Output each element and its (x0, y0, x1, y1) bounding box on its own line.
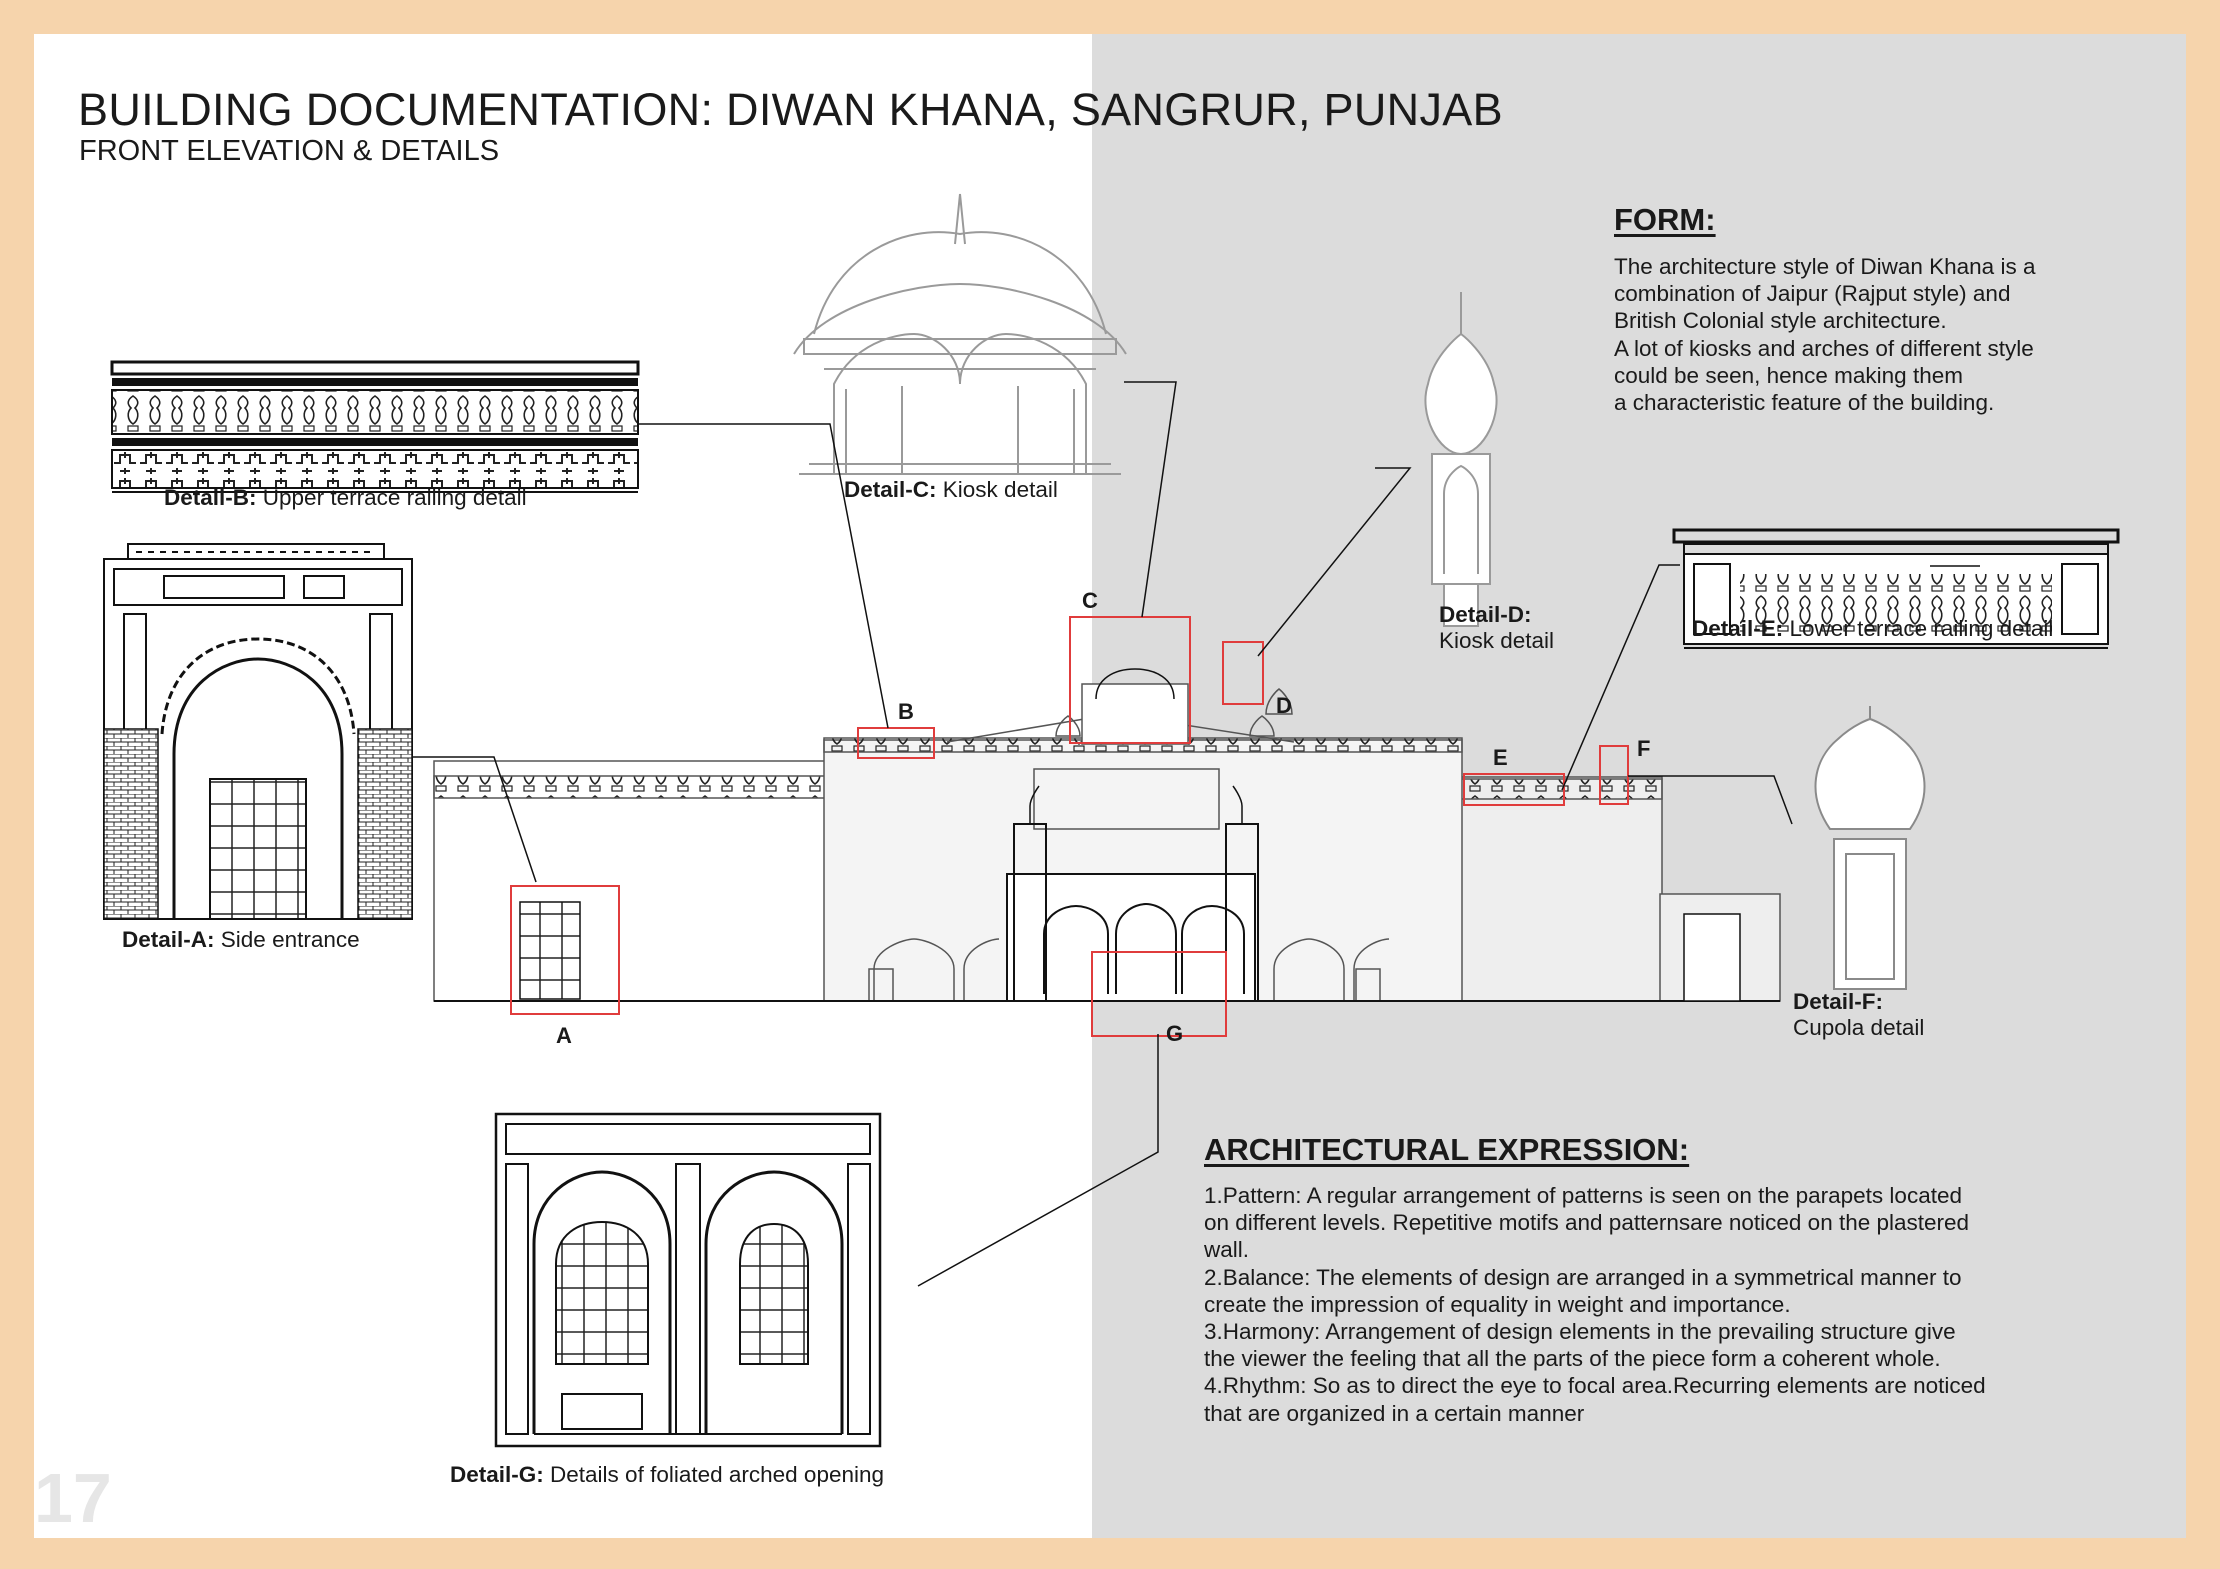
expression-text: 1.Pattern: A regular arrangement of patt… (1204, 1182, 2144, 1427)
page-number: 17 (34, 1459, 112, 1537)
expression-line: 4.Rhythm: So as to direct the eye to foc… (1204, 1373, 1986, 1399)
expression-heading: ARCHITECTURAL EXPRESSION: (1204, 1132, 1690, 1167)
detail-f-drawing (1814, 706, 1926, 990)
expression-line: 3.Harmony: Arrangement of design element… (1204, 1319, 1956, 1345)
detail-a-drawing (103, 543, 413, 920)
detail-a-caption: Detail-A: Side entrance (122, 927, 360, 952)
form-line: could be seen, hence making them (1614, 362, 1963, 388)
leader-lines (412, 381, 1980, 1287)
marker-g: G (1166, 1021, 1184, 1046)
form-line: British Colonial style architecture. (1614, 308, 1947, 334)
marker-a: A (556, 1023, 572, 1048)
detail-f-caption: Detail-F:Cupola detail (1793, 989, 1925, 1040)
documentation-sheet: BUILDING DOCUMENTATION: DIWAN KHANA, SAN… (34, 34, 2186, 1538)
expression-line: that are organized in a certain manner (1204, 1400, 1585, 1426)
detail-d-caption: Detail-D:Kiosk detail (1439, 602, 1555, 653)
detail-e-drawing (1672, 528, 2120, 649)
detail-g-caption: Detail-G: Details of foliated arched ope… (450, 1462, 885, 1487)
expression-line: wall. (1204, 1237, 1250, 1263)
detail-c-caption: Detail-C: Kiosk detail (844, 477, 1058, 502)
form-line: A lot of kiosks and arches of different … (1614, 335, 2034, 361)
detail-e-caption: Detail-E: Lower terrace railing detail (1692, 616, 2054, 641)
marker-e: E (1493, 745, 1508, 770)
marker-d: D (1276, 693, 1292, 718)
page-title: BUILDING DOCUMENTATION: DIWAN KHANA, SAN… (78, 84, 1503, 135)
expression-line: 2.Balance: The elements of design are ar… (1204, 1264, 1962, 1290)
detail-c-drawing (793, 193, 1127, 475)
page-subtitle: FRONT ELEVATION & DETAILS (79, 135, 500, 167)
expression-line: on different levels. Repetitive motifs a… (1204, 1210, 1970, 1236)
form-line: combination of Jaipur (Rajput style) and (1614, 281, 2011, 307)
expression-line: the viewer the feeling that all the part… (1204, 1346, 1941, 1372)
form-text: The architecture style of Diwan Khana is… (1614, 253, 2134, 416)
detail-b-caption: Detail-B: Upper terrace railing detail (164, 485, 527, 510)
architectural-drawings (103, 193, 2120, 1448)
marker-f: F (1637, 736, 1651, 761)
detail-d-drawing (1424, 292, 1498, 627)
detail-g-drawing (494, 1112, 882, 1448)
highlight-markers (510, 616, 1629, 1037)
expression-line: create the impression of equality in wei… (1204, 1291, 1791, 1317)
expression-line: 1.Pattern: A regular arrangement of patt… (1204, 1183, 1962, 1208)
front-elevation-drawing (433, 668, 1781, 1002)
detail-b-drawing (110, 360, 640, 493)
form-line: a characteristic feature of the building… (1614, 390, 1995, 416)
form-line: The architecture style of Diwan Khana is… (1614, 254, 2036, 279)
marker-c: C (1082, 588, 1098, 613)
marker-b: B (898, 699, 914, 724)
form-heading: FORM: (1614, 202, 1716, 237)
